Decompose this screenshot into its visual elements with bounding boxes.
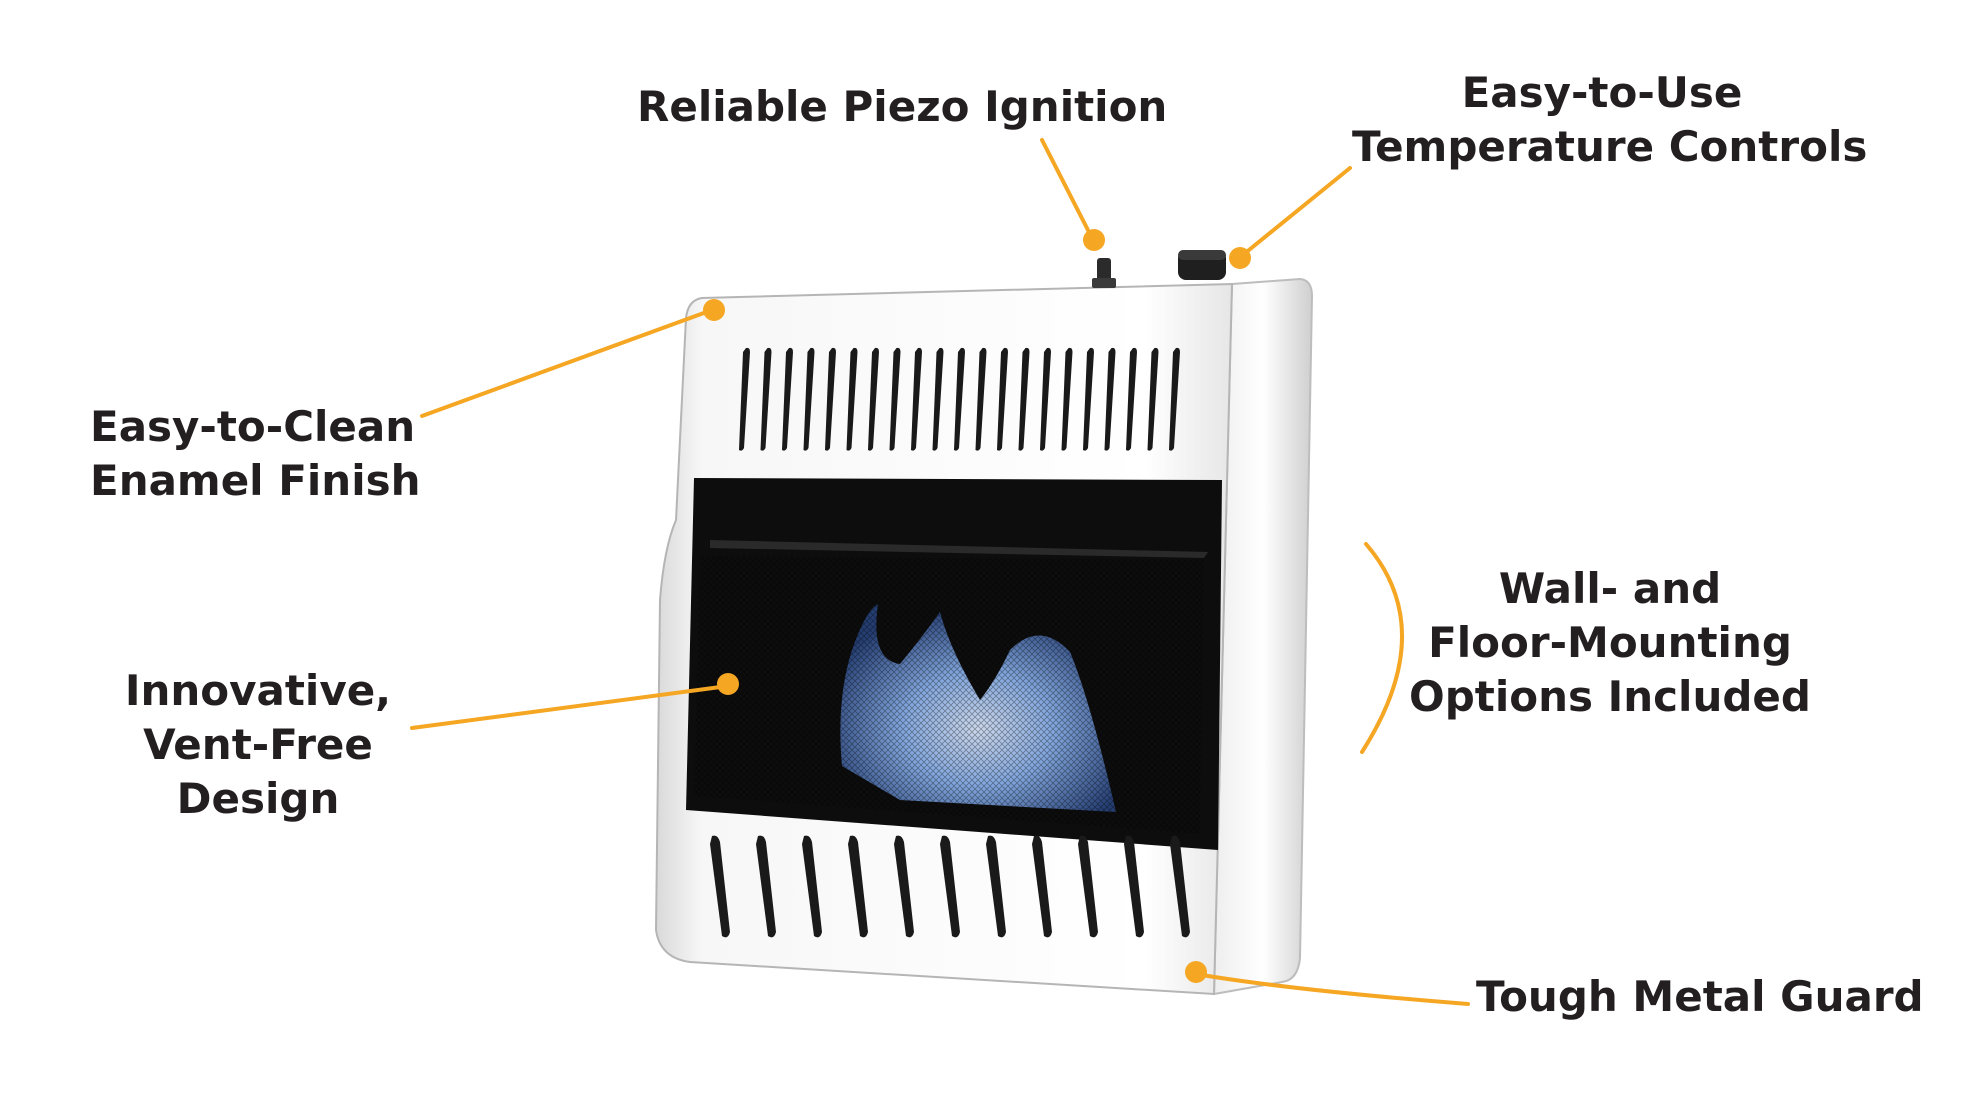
callout-leader-line bbox=[1040, 138, 1094, 240]
callout-leader-line bbox=[1194, 972, 1470, 1006]
top-louver-slot bbox=[997, 347, 1008, 451]
top-louver-slot bbox=[803, 347, 815, 451]
callout-mounting-options: Wall- and Floor-Mounting Options Include… bbox=[1380, 562, 1840, 724]
top-louver-slot bbox=[846, 347, 858, 451]
callout-guard-line-1: Tough Metal Guard bbox=[1476, 972, 1924, 1021]
callout-mounting-line-2: Floor-Mounting bbox=[1428, 618, 1792, 667]
top-louvers bbox=[739, 347, 1180, 451]
bottom-guard-slot bbox=[894, 835, 914, 938]
top-louver-slot bbox=[1104, 347, 1116, 451]
callout-dot bbox=[1083, 229, 1105, 251]
callout-mounting-line-1: Wall- and bbox=[1498, 564, 1722, 613]
callout-enamel-line-1: Easy-to-Clean bbox=[90, 402, 416, 451]
bottom-guard-slot bbox=[1124, 835, 1144, 938]
bottom-guard-slots bbox=[710, 835, 1190, 938]
heater-side-panel bbox=[1212, 277, 1314, 996]
top-louver-slot bbox=[932, 347, 944, 451]
top-louver-slot bbox=[825, 347, 836, 451]
callout-piezo-line-1: Reliable Piezo Ignition bbox=[637, 82, 1168, 131]
firebox-inner-shelf bbox=[710, 540, 1208, 558]
bottom-guard-slot bbox=[848, 835, 868, 938]
callout-vent-free-line-1: Innovative, bbox=[124, 666, 392, 715]
top-louver-slot bbox=[1147, 347, 1159, 451]
callout-temperature-controls: Easy-to-Use Temperature Controls bbox=[1352, 66, 1868, 174]
bottom-guard-slot bbox=[986, 835, 1006, 938]
callout-leader-line bbox=[420, 308, 714, 418]
callout-vent-free-design: Innovative, Vent-Free Design bbox=[96, 664, 420, 826]
bottom-guard-slot bbox=[1032, 835, 1052, 938]
bottom-guard-slot bbox=[940, 835, 960, 938]
callout-dot bbox=[703, 299, 725, 321]
callout-piezo-ignition: Reliable Piezo Ignition bbox=[637, 80, 1168, 134]
callout-enamel-line-2: Enamel Finish bbox=[90, 456, 421, 505]
callout-mounting-line-3: Options Included bbox=[1409, 672, 1811, 721]
top-louver-slot bbox=[954, 347, 965, 451]
top-louver-slot bbox=[1061, 347, 1073, 451]
bottom-guard-slot bbox=[710, 835, 730, 938]
callout-dot bbox=[717, 673, 739, 695]
top-louver-slot bbox=[975, 347, 987, 451]
callout-dot bbox=[1185, 961, 1207, 983]
top-louver-slot bbox=[739, 347, 750, 451]
callout-temperature-line-1: Easy-to-Use bbox=[1461, 68, 1743, 117]
top-louver-slot bbox=[1169, 347, 1180, 451]
callout-metal-guard: Tough Metal Guard bbox=[1476, 970, 1936, 1024]
callout-enamel-finish: Easy-to-Clean Enamel Finish bbox=[90, 400, 450, 508]
bottom-guard-slot bbox=[1170, 835, 1190, 938]
callout-temperature-line-2: Temperature Controls bbox=[1352, 122, 1868, 171]
top-louver-slot bbox=[889, 347, 901, 451]
bottom-guard-slot bbox=[1078, 835, 1098, 938]
top-louver-slot bbox=[868, 347, 879, 451]
top-louver-slot bbox=[782, 347, 793, 451]
callout-leader-line bbox=[1360, 542, 1404, 754]
bottom-guard-slot bbox=[802, 835, 822, 938]
bottom-guard-slot bbox=[756, 835, 776, 938]
top-louver-slot bbox=[1126, 347, 1137, 451]
callout-leader-line bbox=[1242, 166, 1352, 256]
top-louver-slot bbox=[760, 347, 772, 451]
top-louver-slot bbox=[1040, 347, 1051, 451]
callout-vent-free-line-2: Vent-Free bbox=[143, 720, 373, 769]
callout-vent-free-line-3: Design bbox=[176, 774, 340, 823]
top-louver-slot bbox=[1083, 347, 1094, 451]
top-louver-slot bbox=[1018, 347, 1030, 451]
callout-leader-line bbox=[410, 684, 730, 730]
callout-dot bbox=[1229, 247, 1251, 269]
callout-leader-lines bbox=[410, 138, 1470, 1006]
top-louver-slot bbox=[911, 347, 922, 451]
